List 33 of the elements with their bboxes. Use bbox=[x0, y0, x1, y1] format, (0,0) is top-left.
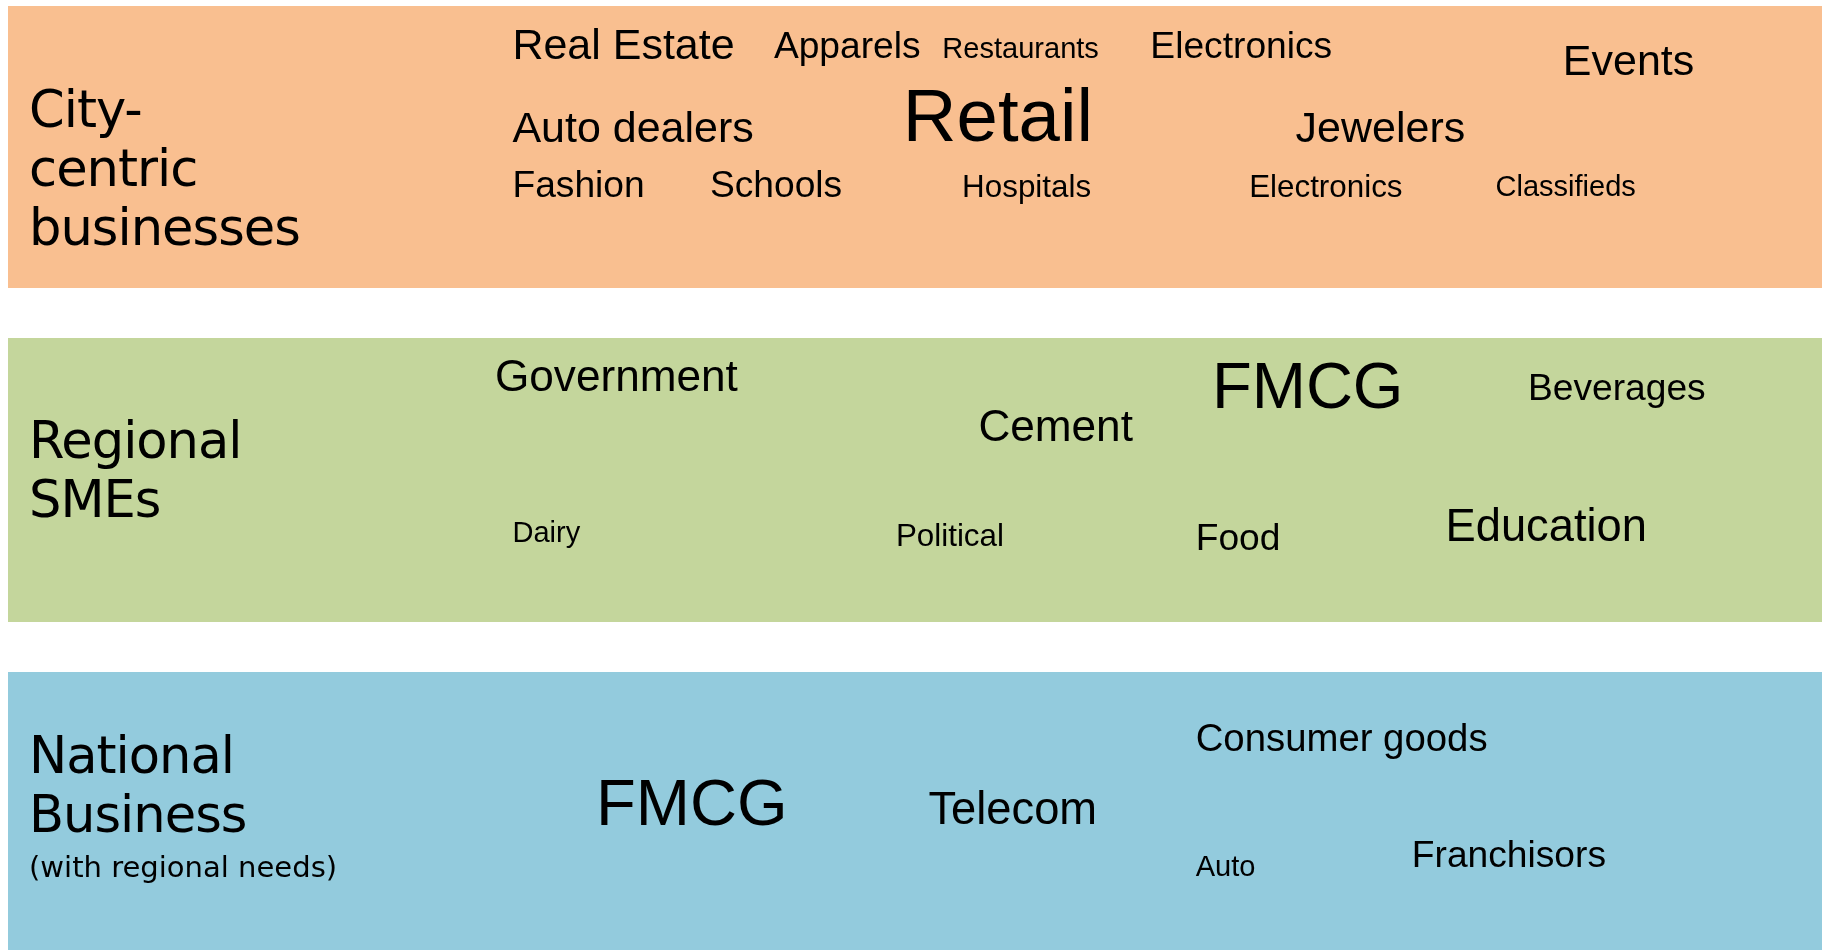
sector-word: FMCG bbox=[596, 770, 788, 836]
sector-word: Telecom bbox=[928, 786, 1098, 832]
sector-word: Food bbox=[1195, 519, 1281, 557]
sector-word: Classifieds bbox=[1495, 172, 1636, 202]
sector-word: Auto dealers bbox=[512, 105, 754, 149]
sector-word: Government bbox=[495, 354, 738, 399]
sector-word: Political bbox=[895, 519, 1004, 552]
band-subheading: (with regional needs) bbox=[29, 851, 339, 885]
band-heading: City-centric businesses bbox=[29, 81, 297, 258]
category-band bbox=[8, 5, 1822, 289]
sector-word: Jewelers bbox=[1295, 105, 1466, 149]
category-band bbox=[8, 338, 1822, 622]
sector-word: Fashion bbox=[512, 166, 645, 204]
sector-word: Electronics bbox=[1249, 171, 1403, 203]
sector-word: Restaurants bbox=[942, 34, 1099, 64]
sector-word: Schools bbox=[709, 166, 843, 204]
band-heading: National Business bbox=[29, 727, 248, 845]
sector-word: Retail bbox=[902, 79, 1093, 154]
sector-word: Cement bbox=[978, 404, 1133, 449]
sector-word: Apparels bbox=[773, 27, 921, 66]
sector-word: Hospitals bbox=[962, 171, 1092, 203]
sector-word: Events bbox=[1562, 38, 1695, 82]
sector-word: Auto bbox=[1195, 852, 1256, 882]
category-band bbox=[8, 671, 1822, 950]
sector-word: Franchisors bbox=[1411, 836, 1606, 874]
sector-word: Electronics bbox=[1150, 27, 1333, 66]
sector-word: FMCG bbox=[1211, 353, 1404, 419]
sector-word: Dairy bbox=[512, 518, 581, 548]
sector-word: Beverages bbox=[1528, 369, 1706, 407]
band-heading: Regional SMEs bbox=[29, 412, 243, 531]
sector-word: Consumer goods bbox=[1195, 718, 1488, 757]
sector-word: Education bbox=[1445, 503, 1647, 549]
sector-word: Real Estate bbox=[512, 22, 735, 66]
